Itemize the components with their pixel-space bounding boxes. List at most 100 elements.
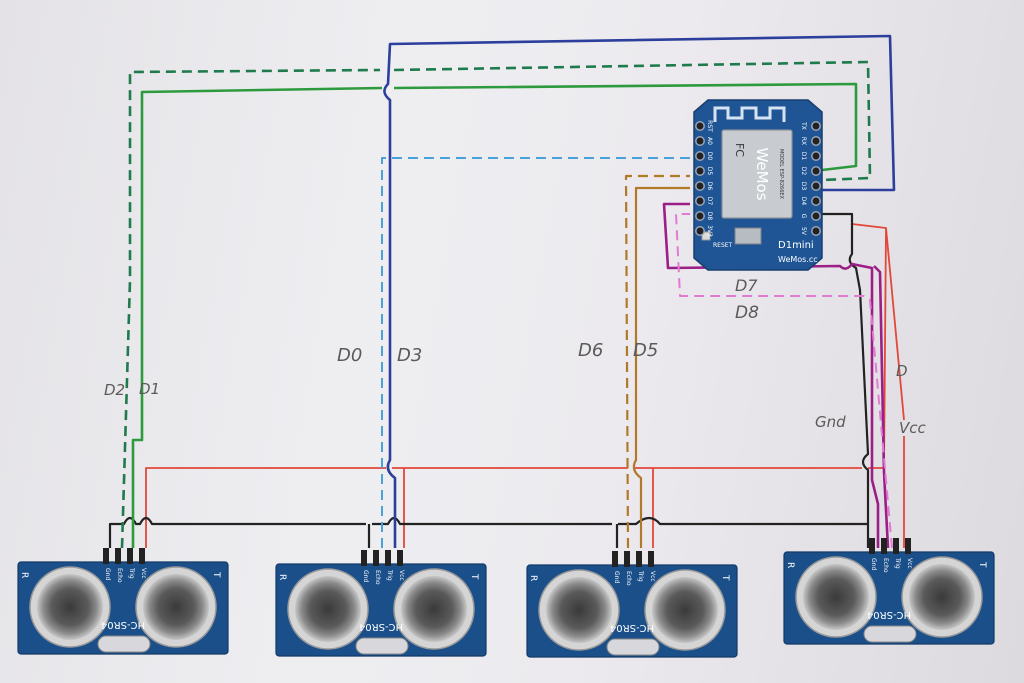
sensor-pin-trig (127, 548, 133, 564)
sensor-pin-label: Echo (625, 571, 632, 586)
sensor-pin-vcc (139, 548, 145, 564)
wemos-reset-label: RESET (713, 242, 733, 249)
wemos-module-text: MODEL ESP-8266EX (778, 149, 784, 200)
sensor-pin-label: Gnd (362, 570, 369, 582)
transducer-mesh (143, 574, 209, 640)
wemos-pin-label-right: D2 (800, 167, 807, 176)
sensor-t-mark: T (211, 571, 221, 578)
wire-gnd-main (822, 212, 870, 548)
wire-d2-green-dashed (120, 60, 872, 549)
sensor-pin-label: Gnd (613, 571, 620, 583)
sensor-pin-trig (636, 551, 642, 567)
transducer-mesh (803, 564, 869, 630)
wemos-pin-label-left: D6 (706, 182, 713, 191)
sensor-pin-echo (881, 538, 887, 554)
wire-d0-lightblue-dashed (381, 157, 690, 548)
label-d-right: D (896, 362, 908, 380)
transducer-mesh (546, 577, 612, 643)
sensor-t-mark: T (977, 561, 987, 568)
wemos-pin-left-d5 (695, 166, 705, 176)
wemos-model: D1mini (778, 240, 814, 251)
wemos-site: WeMos.cc (778, 255, 818, 264)
wemos-pin-label-right: RX (800, 137, 807, 145)
wemos-pin-label-right: G (800, 214, 807, 219)
label-d7: D7 (735, 276, 758, 295)
wemos-pin-left-d6 (695, 181, 705, 191)
sensor-r-mark: R (19, 572, 29, 578)
sensor-pin-label: Gnd (104, 568, 111, 580)
wire-d3-blue (383, 34, 896, 548)
sensor-t-mark: T (720, 574, 730, 581)
sensor-pin-label: Trig (894, 557, 901, 569)
wemos-pin-left-rst (695, 121, 705, 131)
sensor-pin-label: Echo (374, 570, 381, 585)
label-d8: D8 (735, 303, 759, 323)
label-d2: D2 (104, 381, 125, 399)
sensor-pin-label: Vcc (906, 558, 913, 569)
sensor-crystal (97, 635, 151, 653)
wemos-reset-button (701, 231, 711, 241)
sensor-r-mark: R (785, 562, 795, 568)
sensor-r-mark: R (528, 575, 538, 581)
wire-gnd-bus (108, 516, 868, 548)
wemos-pin-left-d8 (695, 211, 705, 221)
wemos-pin-label-left: D5 (706, 167, 713, 176)
wemos-pin-right-tx (811, 121, 821, 131)
wire-d7-magenta-right (873, 265, 890, 549)
sensor-pin-echo (624, 551, 630, 567)
sensor-crystal (355, 637, 409, 655)
wemos-pin-label-right: 5V (800, 227, 807, 236)
sensor-crystal (863, 625, 917, 643)
transducer-mesh (37, 574, 103, 640)
wemos-pin-right-rx (811, 136, 821, 146)
wemos-pin-right-d1 (811, 151, 821, 161)
sensor-pin-label: Trig (128, 567, 135, 579)
transducer-mesh (295, 576, 361, 642)
label-d5: D5 (633, 340, 658, 361)
wemos-pin-label-left: A0 (706, 137, 713, 145)
wemos-pin-label-left: D8 (706, 212, 713, 221)
sensor-pin-gnd (361, 550, 367, 566)
label-d6: D6 (578, 340, 603, 361)
sensor-model-label: HC-SR04 (359, 621, 403, 632)
wemos-usb-port (734, 227, 762, 245)
wemos-brand: WeMos (753, 147, 771, 200)
label-gnd: Gnd (815, 413, 846, 431)
sensor-pin-label: Trig (386, 569, 393, 581)
sensor-pin-label: Vcc (649, 571, 656, 582)
sensor-pin-echo (373, 550, 379, 566)
sensor-model-label: HC-SR04 (101, 619, 145, 630)
sensor-pin-gnd (103, 548, 109, 564)
label-d0: D0 (337, 345, 362, 366)
sensor-r-mark: R (277, 574, 287, 580)
wire-d1-green (131, 82, 858, 548)
transducer-mesh (401, 576, 467, 642)
wemos-pin-label-right: TX (800, 121, 807, 130)
wemos-pin-left-d0 (695, 151, 705, 161)
wires-group (108, 34, 905, 549)
wemos-pin-label-left: RST (706, 120, 713, 132)
sensor-model-label: HC-SR04 (867, 609, 911, 620)
label-vcc: Vcc (899, 419, 927, 437)
sensor-pin-trig (893, 538, 899, 554)
wemos-pin-label-right: D4 (800, 197, 807, 206)
wemos-pin-label-left: D7 (706, 197, 713, 206)
hc-sr04-sensor: HC-SR04 R T Gnd Echo Trig Vcc (275, 550, 487, 657)
sensor-pin-label: Vcc (398, 570, 405, 581)
transducer-mesh (909, 564, 975, 630)
sensor-pin-vcc (905, 538, 911, 554)
wire-vcc-bus (145, 467, 880, 548)
wemos-pin-label-right: D3 (800, 182, 807, 191)
sensor-pin-vcc (648, 551, 654, 567)
wemos-pin-right-d4 (811, 196, 821, 206)
sensor-t-mark: T (469, 573, 479, 580)
wemos-pin-right-d2 (811, 166, 821, 176)
wire-d6-brown-dashed (624, 174, 690, 549)
sensor-pin-label: Trig (637, 570, 644, 582)
sensor-pin-vcc (397, 550, 403, 566)
wemos-antenna (713, 106, 786, 122)
